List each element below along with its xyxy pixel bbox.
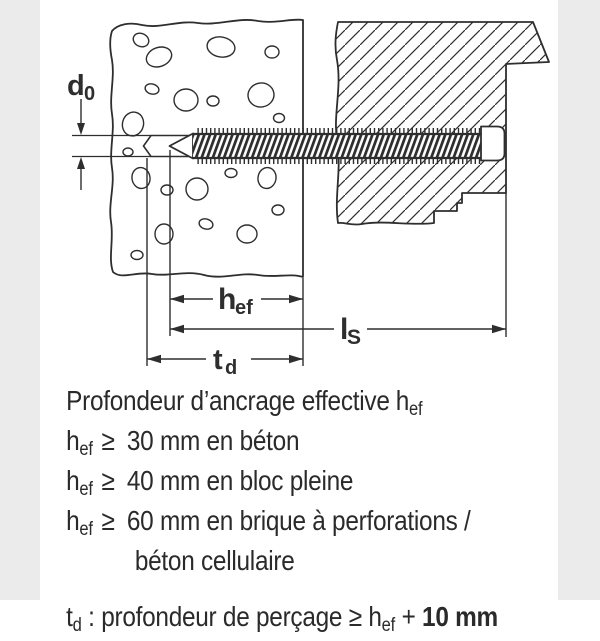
td-label-subscript: d <box>225 357 237 379</box>
note-item-text: béton cellulaire <box>134 545 295 576</box>
hef-symbol-subscript: ef <box>409 399 423 420</box>
hef-label: h <box>218 283 236 316</box>
aggregate <box>145 46 173 68</box>
d0-dimension: d 0 <box>67 70 95 190</box>
screw-head <box>480 125 506 162</box>
note-item-text: 60 mm en brique à perforations / <box>126 505 471 536</box>
aggregate <box>132 32 150 48</box>
screw-thread-ticks-top <box>195 128 481 134</box>
hef-symbol: h <box>66 425 80 456</box>
d0-arrowhead-up <box>77 157 85 169</box>
greater-equal-operator: ≥ <box>101 425 115 456</box>
hef-dimension: h ef <box>170 283 303 319</box>
td-arrowhead-right <box>289 354 303 364</box>
aggregate <box>206 95 220 107</box>
greater-equal-operator: ≥ <box>101 505 115 536</box>
d0-arrowhead-down <box>77 123 85 135</box>
drill-hole <box>72 134 196 158</box>
notes-title-text: Profondeur d’ancrage effective <box>66 385 390 416</box>
td-symbol-subscript: d <box>72 615 82 636</box>
hef-symbol: h <box>395 385 410 416</box>
note-item-continuation: béton cellulaire <box>0 545 522 576</box>
note-item-perforated-brick: hef ≥60 mm en brique à perforations / <box>0 505 522 545</box>
aggregate <box>271 204 285 216</box>
aggregate <box>264 45 280 59</box>
hef-arrowhead-right <box>289 294 303 304</box>
aggregate <box>154 223 174 245</box>
hef-arrowhead-left <box>170 294 184 304</box>
d0-label-subscript: 0 <box>84 83 95 105</box>
aggregate <box>257 166 277 190</box>
hef-symbol-subscript: ef <box>79 479 93 500</box>
ls-dimension: l S <box>170 313 506 349</box>
hef-symbol-subscript: ef <box>381 615 396 636</box>
screw-thread <box>193 133 481 158</box>
right-margin-band <box>558 0 600 600</box>
hef-symbol-subscript: ef <box>79 519 93 540</box>
aggregate <box>185 177 209 201</box>
screw-thread-ticks-bottom <box>195 158 481 164</box>
aggregate <box>224 167 238 179</box>
concrete-screw <box>168 125 506 164</box>
aggregate <box>122 147 134 157</box>
footer-plus: + <box>395 601 423 632</box>
note-item-text: 40 mm en bloc pleine <box>126 465 354 496</box>
ls-arrowhead-left <box>170 324 184 334</box>
aggregate <box>272 112 286 124</box>
td-label: t <box>213 344 223 376</box>
aggregate <box>130 249 144 261</box>
ls-label-subscript: S <box>347 326 361 349</box>
aggregate <box>144 83 160 95</box>
d0-label: d <box>67 70 85 102</box>
note-item-text: 30 mm en béton <box>126 425 300 456</box>
note-item-concrete: hef ≥30 mm en béton <box>0 425 522 465</box>
ls-label: l <box>340 313 348 346</box>
aggregate-stones <box>121 32 286 261</box>
hef-symbol: h <box>368 601 382 632</box>
td-arrowhead-left <box>147 354 161 364</box>
fixture-plate-hatched <box>334 21 550 226</box>
footer-separator: : <box>81 601 102 632</box>
footer-bold-value: 10 mm <box>422 601 498 632</box>
hef-symbol: h <box>66 505 80 536</box>
aggregate <box>173 88 199 112</box>
hole-outline <box>142 134 196 158</box>
aggregate <box>160 184 174 196</box>
hef-symbol: h <box>66 465 80 496</box>
td-dimension: t d <box>147 344 303 379</box>
aggregate <box>247 82 275 108</box>
aggregate <box>131 166 151 190</box>
ls-arrowhead-right <box>492 324 506 334</box>
left-margin-band <box>0 0 40 600</box>
hef-symbol-subscript: ef <box>79 439 93 460</box>
note-footer-drill-depth: td : profondeur de perçage ≥ hef + 10 mm <box>0 601 522 641</box>
aggregate <box>198 218 214 230</box>
anchor-installation-diagram: d 0 h ef l S t d <box>67 18 550 379</box>
aggregate <box>236 224 258 244</box>
note-item-solid-block: hef ≥40 mm en bloc pleine <box>0 465 522 505</box>
aggregate <box>206 36 236 58</box>
greater-equal-operator: ≥ <box>101 465 115 496</box>
hef-label-subscript: ef <box>235 297 253 319</box>
footer-text: profondeur de perçage ≥ <box>101 601 369 632</box>
